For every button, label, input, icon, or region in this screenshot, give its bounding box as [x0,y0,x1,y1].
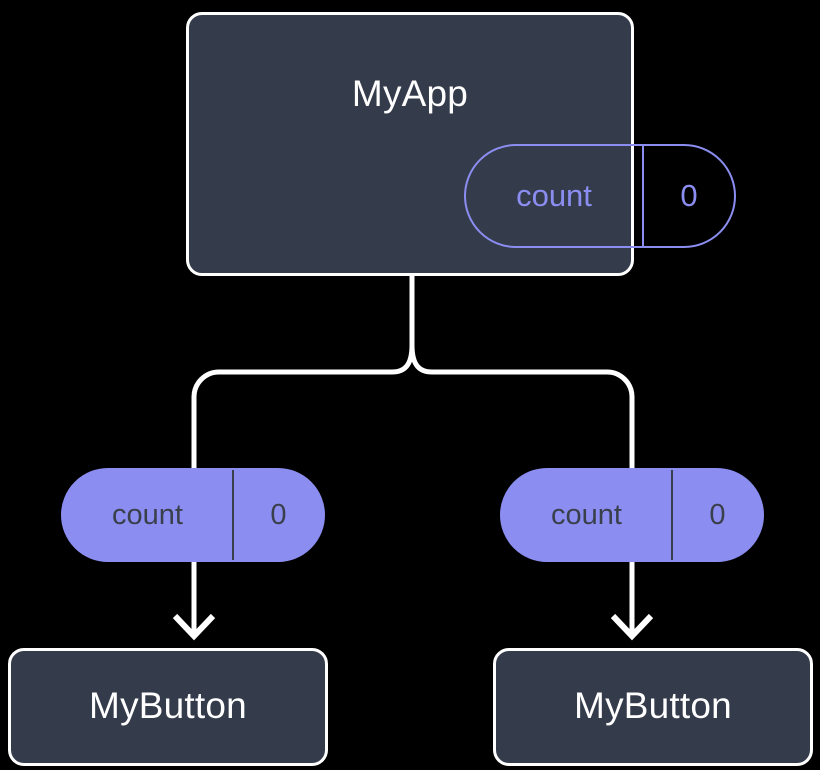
state-value-branch-right: 0 [709,498,726,531]
component-node-mybutton-left[interactable]: MyButton [8,648,328,766]
state-capsule-branch-left[interactable]: count 0 [61,468,325,562]
state-key-branch-right: count [502,470,673,560]
state-key-root: count [466,146,644,246]
component-node-mybutton-right[interactable]: MyButton [493,648,813,766]
component-label-mybutton-left: MyButton [89,685,247,726]
state-value-root: 0 [680,178,698,213]
arrow-head-left-icon [172,613,216,641]
state-key-branch-left: count [63,470,234,560]
state-capsule-root[interactable]: count 0 [464,144,736,248]
state-value-branch-left: 0 [270,498,287,531]
component-label-myapp: MyApp [351,73,469,114]
arrow-head-right-icon [610,613,654,641]
state-capsule-branch-right[interactable]: count 0 [500,468,764,562]
component-label-mybutton-right: MyButton [574,685,732,726]
component-node-myapp[interactable]: MyApp count 0 [186,12,736,276]
